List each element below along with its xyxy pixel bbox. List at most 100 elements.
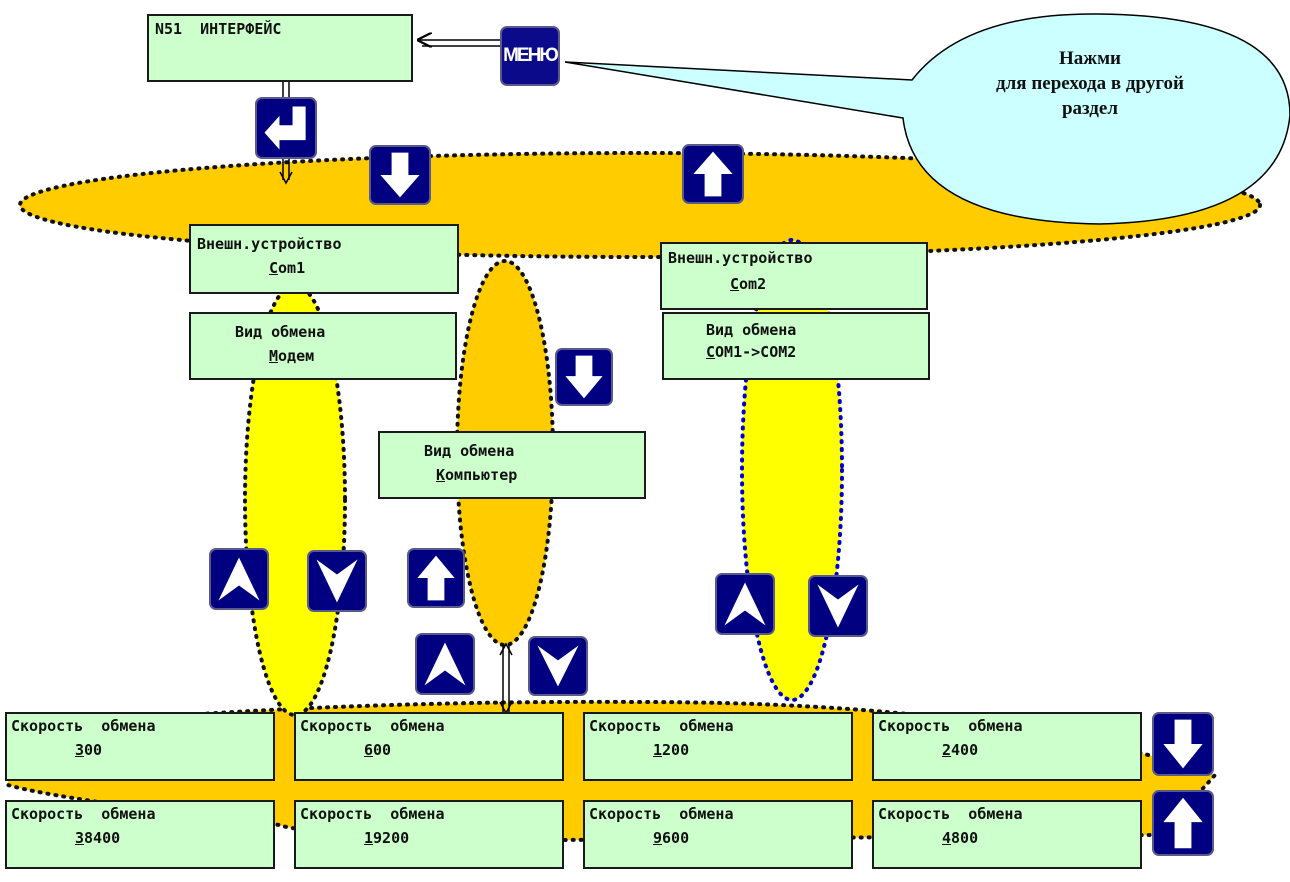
enter-icon (264, 106, 306, 150)
panel-mode-com1com2-value: OM1->COM2 (715, 343, 797, 361)
speed-panel-38400: Скорость обмена 38400 (5, 800, 275, 869)
cursor-char: C (269, 259, 279, 277)
panel-ext-com2: Внешн.устройство Com2 (660, 242, 928, 310)
cursor-char: 3 (75, 829, 85, 847)
arrow-up-button-top[interactable] (682, 144, 744, 204)
chevron-up-icon (724, 582, 766, 626)
speed-value: 38400 (75, 828, 120, 848)
chevron-up-icon (218, 557, 260, 601)
chevron-up-button-middle[interactable] (415, 633, 475, 695)
cursor-char: 1 (364, 829, 374, 847)
chevron-down-button-right[interactable] (808, 575, 868, 637)
speed-value-rest: 200 (662, 741, 690, 759)
menu-button-label: МЕНЮ (503, 45, 559, 66)
cursor-char: К (436, 466, 446, 484)
panel-mode-computer-line1: Вид обмена (424, 442, 515, 460)
chevron-down-button-left[interactable] (307, 550, 367, 612)
chevron-down-button-middle[interactable] (528, 636, 588, 696)
panel-mode-modem-line2: Модем (269, 346, 314, 366)
panel-mode-computer: Вид обмена Компьютер (378, 431, 646, 499)
speed-panel-9600: Скорость обмена 9600 (583, 800, 853, 869)
arrow-down-icon (380, 152, 420, 198)
arrow-up-icon (1163, 797, 1203, 849)
panel-mode-computer-line2: Компьютер (436, 465, 517, 485)
speed-panel-2400: Скорость обмена 2400 (872, 712, 1142, 781)
panel-ext-com1-value: om1 (278, 259, 306, 277)
speed-label: Скорость обмена (11, 717, 156, 735)
speed-value-rest: 800 (951, 829, 979, 847)
panel-mode-com1com2: Вид обмена COM1->COM2 (662, 312, 930, 380)
panel-ext-com2-line2: Com2 (730, 274, 766, 294)
speed-value-rest: 400 (951, 741, 979, 759)
speed-value-rest: 00 (84, 741, 103, 759)
panel-mode-modem: Вид обмена Модем (189, 312, 457, 380)
chevron-down-icon (316, 559, 358, 603)
panel-ext-com1-line2: Com1 (269, 258, 305, 278)
cursor-char: М (269, 347, 279, 365)
chevron-up-button-right[interactable] (715, 573, 775, 635)
header-panel: N51 ИНТЕРФЕЙС (147, 14, 413, 82)
arrow-up-icon (417, 555, 455, 601)
callout-line1: Нажми (1059, 48, 1121, 69)
speed-value-rest: 8400 (84, 829, 121, 847)
arrow-down-button-computer[interactable] (555, 348, 613, 406)
cursor-char: 2 (942, 741, 952, 759)
speed-panel-600: Скорость обмена 600 (294, 712, 564, 781)
arrow-down-icon (1163, 719, 1203, 769)
arrow-down-button-top[interactable] (369, 145, 431, 205)
cursor-char: 6 (364, 741, 374, 759)
cursor-char: 9 (653, 829, 663, 847)
panel-ext-com2-line1: Внешн.устройство (668, 249, 813, 267)
enter-button[interactable] (255, 97, 317, 159)
speed-value: 9600 (653, 828, 689, 848)
speed-value: 600 (364, 740, 391, 760)
speed-label: Скорость обмена (300, 805, 445, 823)
panel-mode-modem-value: одем (278, 347, 315, 365)
cursor-char: C (730, 275, 740, 293)
chevron-up-icon (424, 642, 466, 686)
panel-ext-com1-line1: Внешн.устройство (197, 235, 342, 253)
chevron-down-icon (817, 584, 859, 628)
callout-text: Нажми для перехода в другой раздел (925, 46, 1255, 121)
callout-line3: раздел (1061, 98, 1119, 119)
panel-mode-com1com2-line1: Вид обмена (706, 321, 797, 339)
speed-panel-19200: Скорость обмена 19200 (294, 800, 564, 869)
panel-mode-com1com2-line2: COM1->COM2 (706, 342, 796, 362)
speed-label: Скорость обмена (300, 717, 445, 735)
panel-mode-computer-value: омпьютер (445, 466, 518, 484)
speed-label: Скорость обмена (878, 805, 1023, 823)
speed-label: Скорость обмена (589, 805, 734, 823)
chevron-up-button-left[interactable] (209, 548, 269, 610)
speed-panel-4800: Скорость обмена 4800 (872, 800, 1142, 869)
panel-ext-com2-value: om2 (739, 275, 767, 293)
speed-label: Скорость обмена (878, 717, 1023, 735)
speed-value: 1200 (653, 740, 689, 760)
callout-line2: для перехода в другой (996, 73, 1184, 94)
cursor-char: 4 (942, 829, 952, 847)
panel-ext-com1: Внешн.устройство Com1 (189, 224, 459, 294)
speed-value-rest: 00 (373, 741, 392, 759)
speed-value: 19200 (364, 828, 409, 848)
speed-value-rest: 9200 (373, 829, 410, 847)
cursor-char: C (706, 343, 716, 361)
arrow-down-icon (565, 355, 603, 399)
cursor-char: 1 (653, 741, 663, 759)
menu-button[interactable]: МЕНЮ (500, 26, 560, 86)
speed-value-rest: 600 (662, 829, 690, 847)
speed-panel-300: Скорость обмена 300 (5, 712, 275, 781)
speed-value: 300 (75, 740, 102, 760)
header-title: N51 ИНТЕРФЕЙС (155, 20, 282, 38)
arrow-down-button-right[interactable] (1152, 712, 1214, 776)
arrow-up-button-computer[interactable] (407, 548, 465, 608)
speed-label: Скорость обмена (589, 717, 734, 735)
speed-panel-1200: Скорость обмена 1200 (583, 712, 853, 781)
chevron-down-icon (537, 645, 579, 687)
speed-value: 4800 (942, 828, 978, 848)
speed-value: 2400 (942, 740, 978, 760)
arrow-up-button-right[interactable] (1152, 790, 1214, 856)
speed-label: Скорость обмена (11, 805, 156, 823)
panel-mode-modem-line1: Вид обмена (235, 323, 326, 341)
arrow-up-icon (693, 151, 733, 197)
cursor-char: 3 (75, 741, 85, 759)
